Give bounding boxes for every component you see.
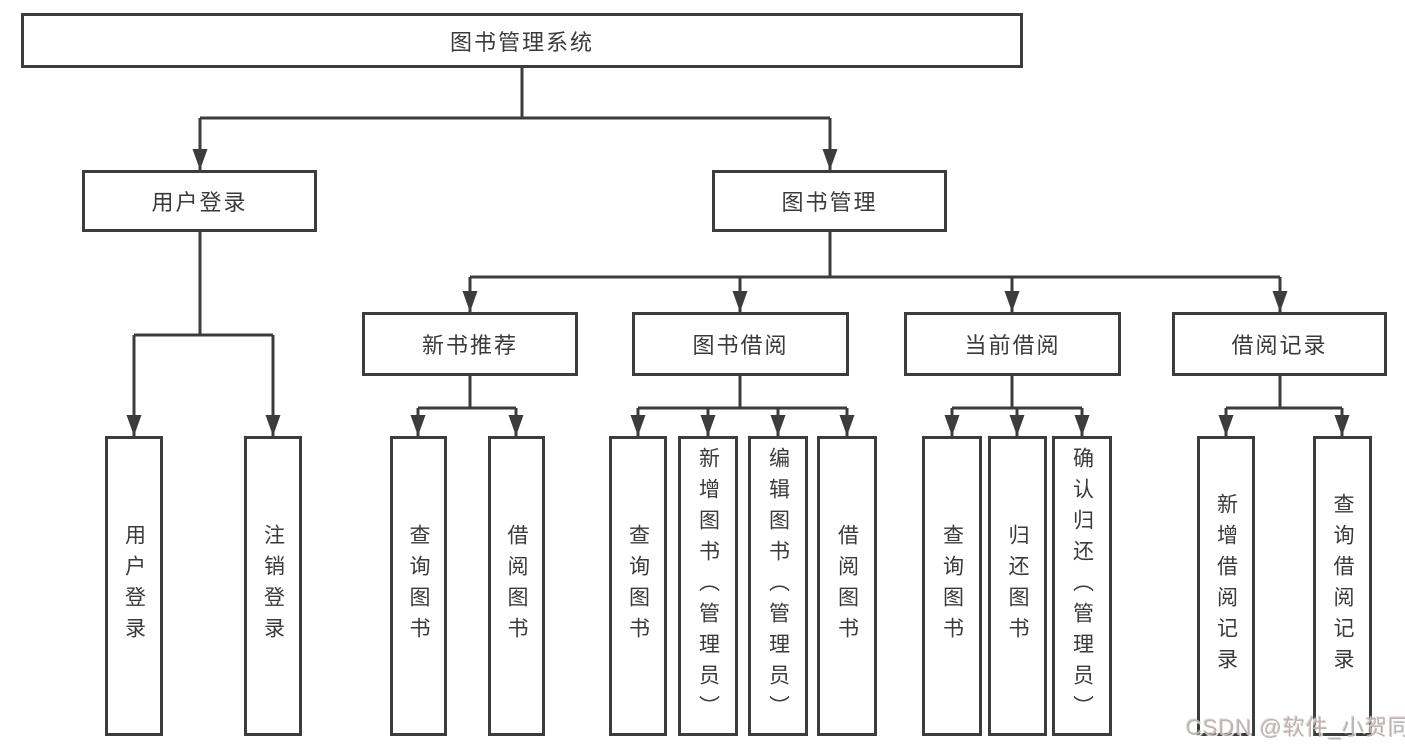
leaf-query-books-borrow: 查询图书 — [609, 436, 667, 736]
watermark-text: CSDN @软件_小贺同学 — [1186, 715, 1405, 740]
node-user-login: 用户登录 — [82, 170, 317, 232]
node-borrow-records: 借阅记录 — [1172, 312, 1387, 376]
node-new-book-recommend: 新书推荐 — [362, 312, 578, 376]
leaf-add-borrow-record: 新增借阅记录 — [1197, 436, 1255, 736]
leaf-query-books-current: 查询图书 — [922, 436, 982, 736]
node-root-system: 图书管理系统 — [21, 13, 1023, 68]
node-book-management: 图书管理 — [712, 170, 947, 232]
leaf-user-login: 用户登录 — [105, 436, 163, 736]
leaf-logout: 注销登录 — [244, 436, 302, 736]
leaf-query-borrow-record: 查询借阅记录 — [1313, 436, 1372, 736]
leaf-confirm-return-admin: 确认归还（管理员） — [1052, 436, 1112, 736]
leaf-return-books: 归还图书 — [988, 436, 1047, 736]
leaf-query-books-recommend: 查询图书 — [390, 436, 447, 736]
leaf-edit-books-admin: 编辑图书（管理员） — [748, 436, 808, 736]
node-current-borrow: 当前借阅 — [904, 312, 1121, 376]
leaf-borrow-books: 借阅图书 — [817, 436, 877, 736]
node-book-borrow: 图书借阅 — [632, 312, 849, 376]
leaf-add-books-admin: 新增图书（管理员） — [678, 436, 738, 736]
leaf-borrow-books-recommend: 借阅图书 — [488, 436, 545, 736]
